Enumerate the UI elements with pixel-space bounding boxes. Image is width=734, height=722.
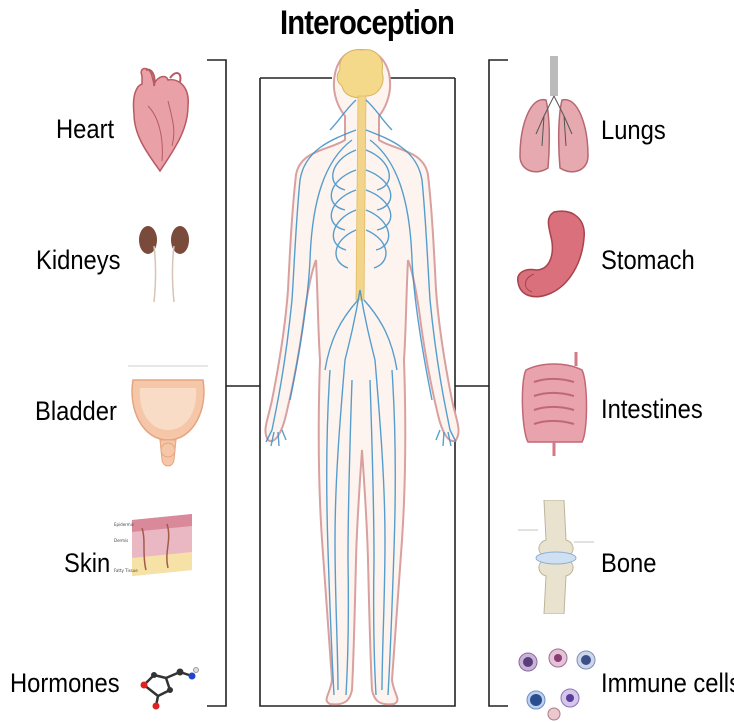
kidneys-illustration	[134, 222, 194, 304]
skin-illustration: Epidermis Dermis Fatty Tissue	[112, 510, 202, 592]
label-heart: Heart	[56, 114, 114, 145]
immune-cells-illustration	[514, 644, 600, 722]
label-immune-cells: Immune cells	[601, 668, 734, 699]
label-bladder: Bladder	[35, 396, 117, 427]
svg-text:Dermis: Dermis	[114, 538, 128, 543]
label-kidneys: Kidneys	[36, 245, 121, 276]
spinal-cord	[356, 96, 366, 300]
lungs-illustration	[516, 56, 592, 182]
label-skin: Skin	[64, 548, 110, 579]
brain	[337, 50, 383, 98]
label-lungs: Lungs	[601, 115, 666, 146]
svg-text:Epidermis: Epidermis	[114, 522, 134, 527]
bone-joint-illustration	[516, 500, 596, 614]
label-stomach: Stomach	[601, 245, 695, 276]
intestines-illustration	[516, 352, 590, 456]
svg-text:Fatty Tissue: Fatty Tissue	[114, 568, 138, 573]
label-bone: Bone	[601, 548, 656, 579]
label-intestines: Intestines	[601, 394, 703, 425]
hormone-molecule-illustration	[134, 660, 200, 710]
heart-illustration	[128, 66, 198, 181]
label-hormones: Hormones	[10, 668, 120, 699]
bladder-illustration	[118, 360, 218, 470]
stomach-illustration	[514, 208, 590, 304]
